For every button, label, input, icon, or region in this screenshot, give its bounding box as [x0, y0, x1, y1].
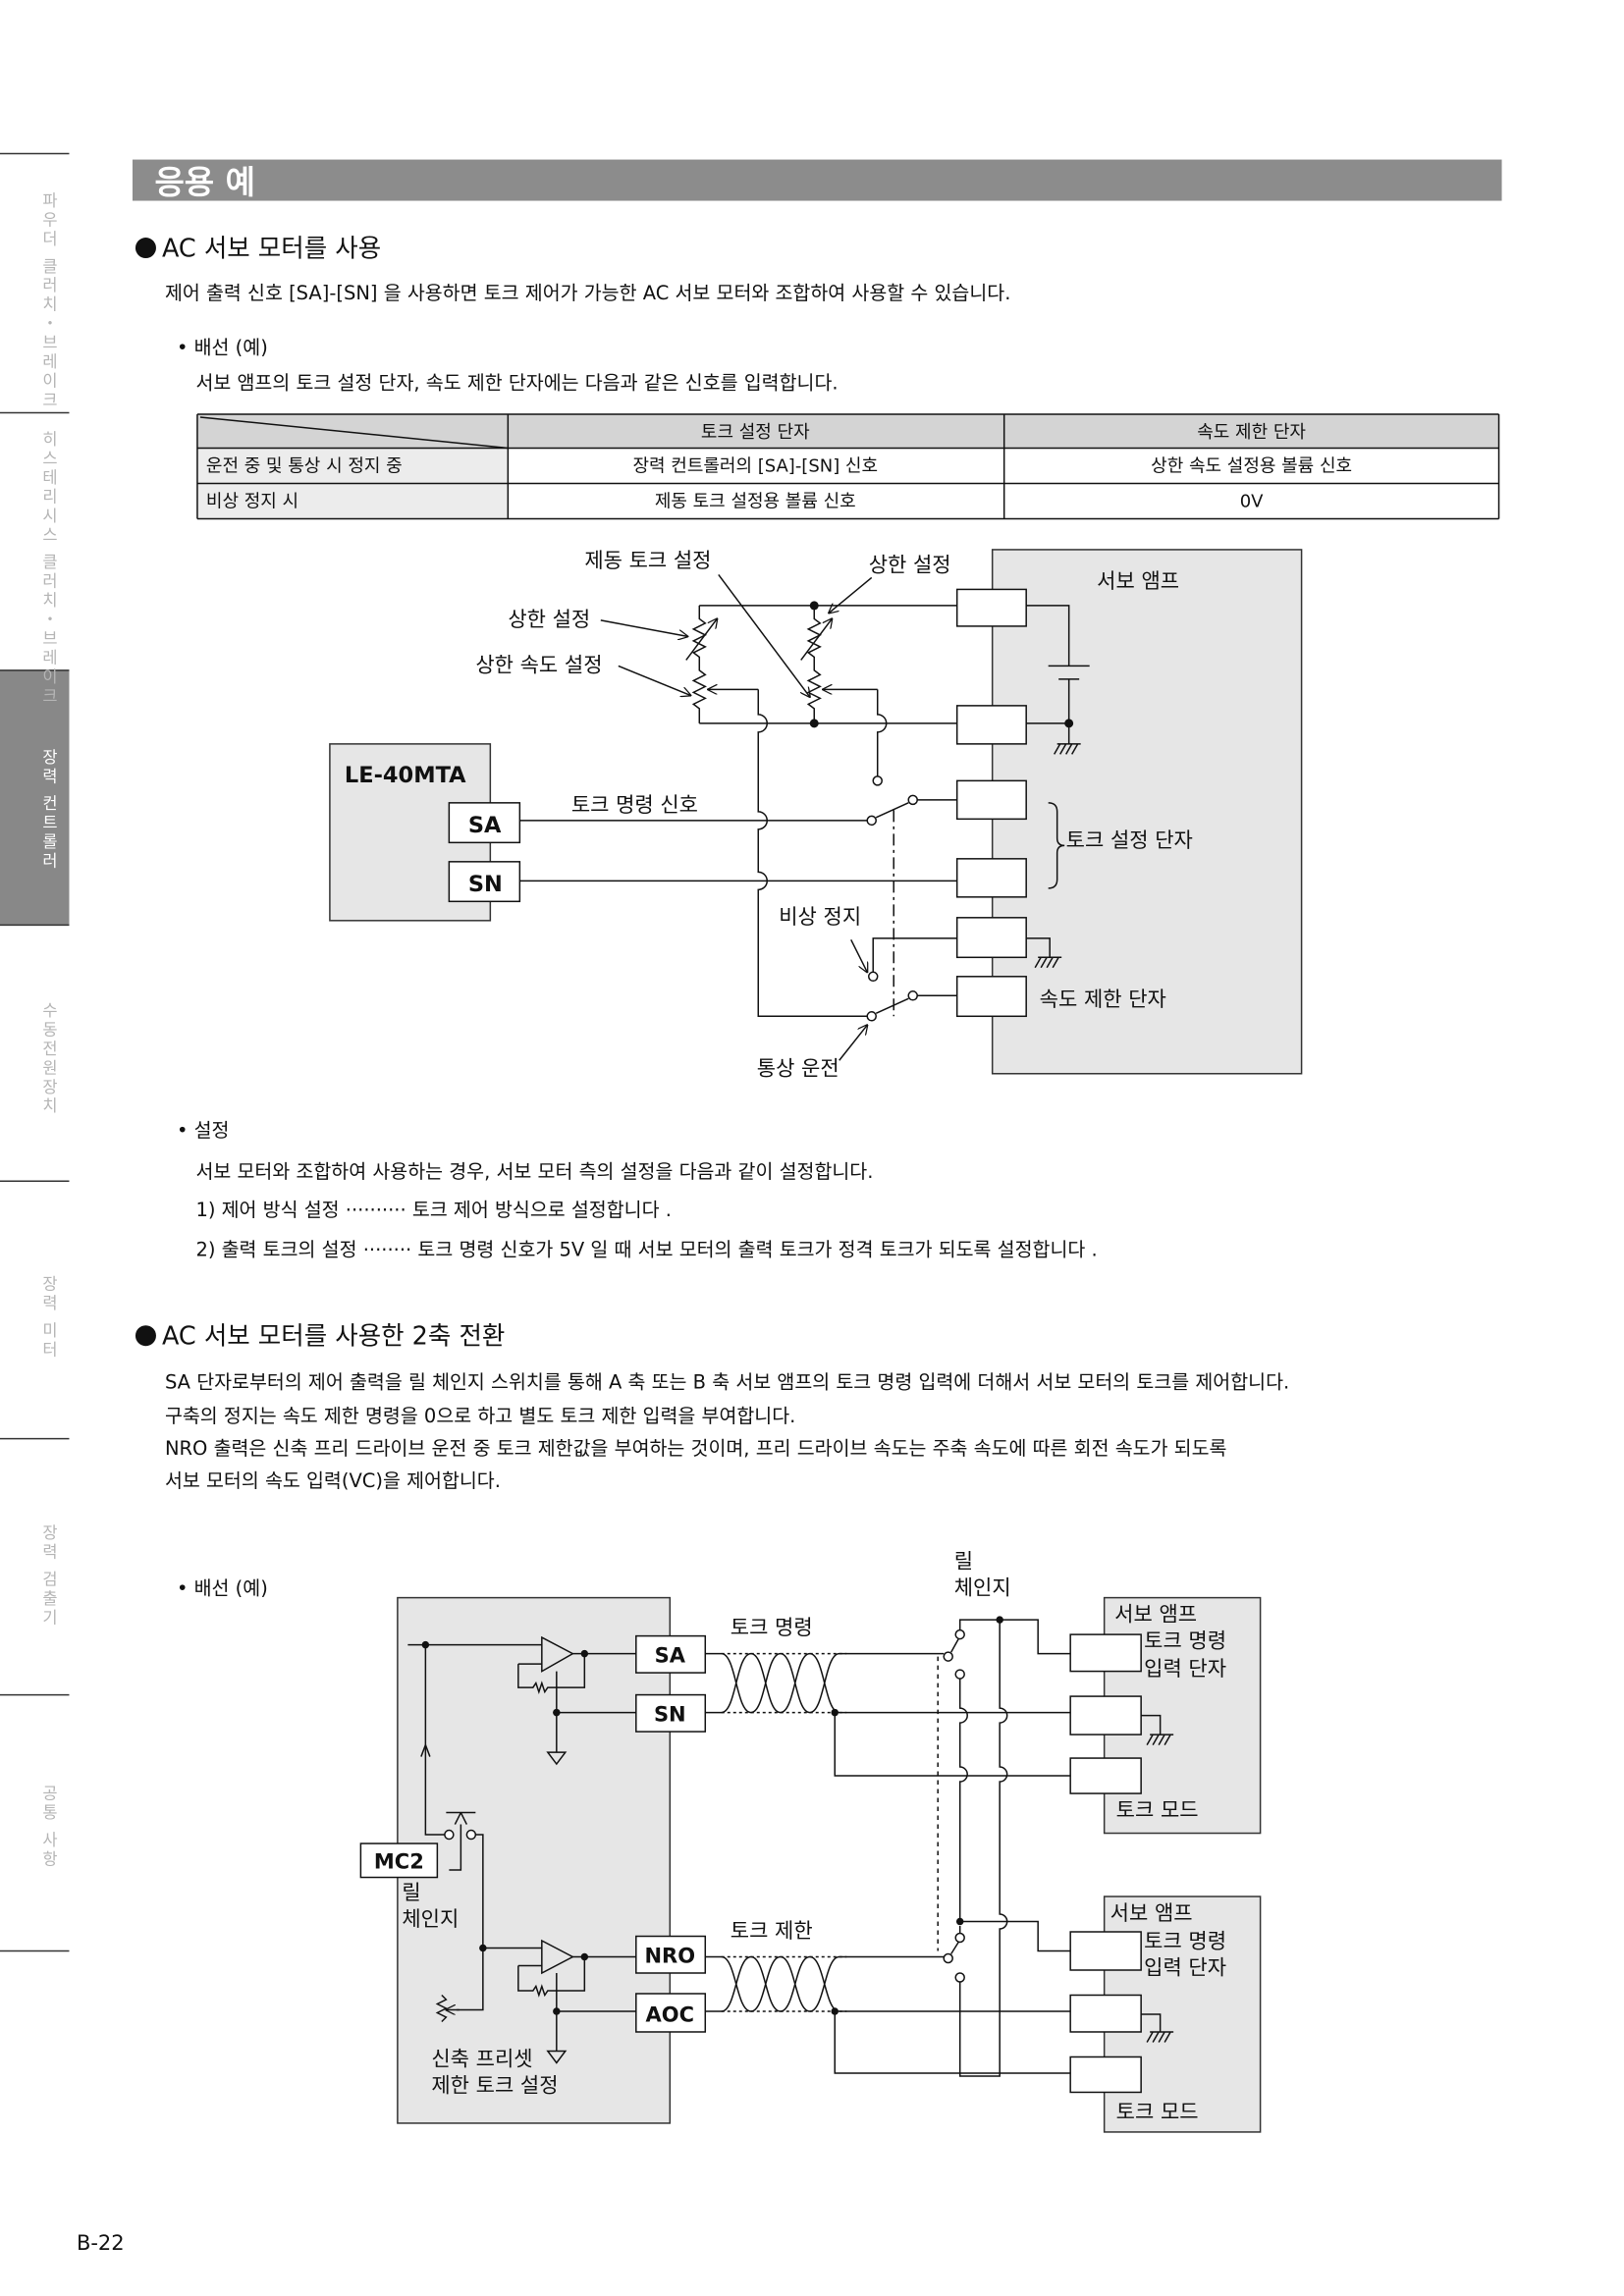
brace: [1048, 802, 1065, 889]
sidebar-tab-hysteresis-clutch[interactable]: 히스테리시스 클러치・브레이크: [39, 430, 58, 707]
label-reel-change-left: 릴: [402, 1881, 420, 1904]
amp-a-input: 입력 단자: [1144, 1657, 1226, 1681]
settings-item: 2) 출력 토크의 설정 ········ 토크 명령 신호가 5V 일 때 서…: [195, 1239, 1097, 1261]
amp-b-input: 입력 단자: [1144, 1955, 1226, 1979]
sidebar-tab-manual-power[interactable]: 수동전원장치: [39, 1001, 58, 1116]
label-preset: 제한 토크 설정: [431, 2073, 558, 2097]
label-torque-cmd: 토크 명령: [731, 1616, 813, 1639]
settings-desc: 서보 모터와 조합하여 사용하는 경우, 서보 모터 측의 설정을 다음과 같이…: [195, 1160, 873, 1183]
page-number: B-22: [77, 2231, 125, 2255]
label-reel-change: 릴: [954, 1550, 973, 1574]
label-servo-amp: 서보 앰프: [1097, 569, 1179, 593]
amp-a-title: 서보 앰프: [1114, 1603, 1197, 1627]
sidebar-tab-tension-controller[interactable]: 장력 컨트롤러: [39, 748, 58, 872]
header-bar: [132, 159, 1502, 201]
wiring-diagram-2: SA SN NRO AOC MC2: [359, 1550, 1262, 2133]
sn-label: SN: [654, 1703, 686, 1727]
sa-terminal: [448, 802, 521, 844]
label-reel-change: 체인지: [954, 1576, 1011, 1600]
table-cell: 제동 토크 설정용 볼륨 신호: [655, 491, 856, 511]
controller-label: LE-40MTA: [345, 763, 466, 788]
bullet-icon: [135, 1325, 156, 1347]
table-cell: 상한 속도 설정용 볼륨 신호: [1151, 455, 1352, 476]
section2-paragraph: 서보 모터의 속도 입력(VC)을 제어합니다.: [165, 1469, 501, 1492]
resistor-left: [691, 605, 707, 723]
servo-amp-box: [991, 549, 1303, 1075]
servo-terminals: [955, 588, 1027, 1018]
resistor-right: [806, 605, 822, 723]
mc2-label: MC2: [374, 1850, 424, 1874]
section2-paragraph: 구축의 정지는 속도 제한 명령을 0으로 하고 별도 토크 제한 입력을 부여…: [165, 1405, 795, 1427]
label-upper-limit-right: 상한 설정: [869, 553, 951, 576]
sidebar-tab-powder-clutch[interactable]: 파우더 클러치・브레이크: [39, 191, 58, 410]
sa-label: SA: [468, 813, 502, 838]
wiring-label-2: • 배선 (예): [177, 1577, 268, 1600]
label-upper-speed: 상한 속도 설정: [475, 653, 602, 676]
sidebar-nav: 파우더 클러치・브레이크 히스테리시스 클러치・브레이크 장력 컨트롤러 수동전…: [0, 152, 70, 1952]
label-torque-terminal: 토크 설정 단자: [1066, 828, 1193, 852]
amp-b-title: 서보 앰프: [1110, 1901, 1193, 1925]
wiring-label: • 배선 (예): [177, 336, 268, 358]
label-brake-torque: 제동 토크 설정: [584, 549, 711, 572]
sidebar-tab-tension-detector[interactable]: 장력 검출기: [39, 1523, 58, 1628]
sa-label: SA: [655, 1644, 686, 1668]
amp-b-mode: 토크 모드: [1116, 2100, 1199, 2123]
page-title: 응용 예: [154, 163, 255, 201]
label-speed-terminal: 속도 제한 단자: [1040, 988, 1166, 1011]
label-torque-cmd: 토크 명령 신호: [571, 793, 698, 817]
label-preset: 신축 프리셋: [431, 2047, 532, 2070]
sidebar-tab-common[interactable]: 공통 사항: [39, 1785, 58, 1869]
section2-paragraph: SA 단자로부터의 제어 출력을 릴 체인지 스위치를 통해 A 축 또는 B …: [165, 1371, 1289, 1394]
sidebar-tab-tension-meter[interactable]: 장력 미터: [39, 1275, 58, 1361]
section1-heading: AC 서보 모터를 사용: [162, 235, 381, 264]
settings-label: • 설정: [177, 1119, 230, 1142]
signal-table: 토크 설정 단자 속도 제한 단자 운전 중 및 통상 시 정지 중 장력 컨트…: [196, 413, 1500, 520]
label-normal-run: 통상 운전: [757, 1056, 839, 1080]
table-cell: 0V: [1240, 491, 1264, 511]
label-torque-limit: 토크 제한: [731, 1919, 813, 1943]
amplifier-icon: [541, 1635, 574, 1975]
label-reel-change-left: 체인지: [402, 1907, 459, 1931]
controller-panel: [397, 1596, 672, 2124]
section1-intro: 제어 출력 신호 [SA]-[SN] 을 사용하면 토크 제어가 가능한 AC …: [165, 282, 1010, 304]
wiring-diagram-1: LE-40MTA SA SN 제동 토크 설정 상한: [329, 549, 1303, 1080]
table-header-torque: 토크 설정 단자: [701, 422, 810, 443]
section2-paragraph: NRO 출력은 신축 프리 드라이브 운전 중 토크 제한값을 부여하는 것이며…: [165, 1437, 1227, 1460]
nro-label: NRO: [645, 1944, 696, 1967]
section2-heading: AC 서보 모터를 사용한 2축 전환: [162, 1322, 505, 1352]
amp-a-input: 토크 명령: [1144, 1629, 1226, 1653]
diagonal-divider: [199, 416, 509, 450]
active-tab-bg: [0, 669, 70, 926]
table-row-label: 비상 정지 시: [206, 491, 298, 511]
amp-b-input: 토크 명령: [1144, 1930, 1226, 1953]
label-emergency-stop: 비상 정지: [779, 905, 861, 929]
table-cell: 장력 컨트롤러의 [SA]-[SN] 신호: [632, 455, 878, 476]
bullet-icon: [135, 238, 156, 259]
sn-label: SN: [468, 872, 503, 897]
table-header-speed: 속도 제한 단자: [1197, 422, 1306, 443]
settings-item: 1) 제어 방식 설정 ·········· 토크 제어 방식으로 설정합니다 …: [195, 1199, 671, 1221]
amp-a-mode: 토크 모드: [1116, 1798, 1199, 1822]
aoc-label: AOC: [646, 2002, 694, 2026]
wiring-desc: 서보 앰프의 토크 설정 단자, 속도 제한 단자에는 다음과 같은 신호를 입…: [195, 371, 838, 394]
label-upper-limit-left: 상한 설정: [508, 608, 590, 631]
table-row-label: 운전 중 및 통상 시 정지 중: [206, 455, 403, 476]
